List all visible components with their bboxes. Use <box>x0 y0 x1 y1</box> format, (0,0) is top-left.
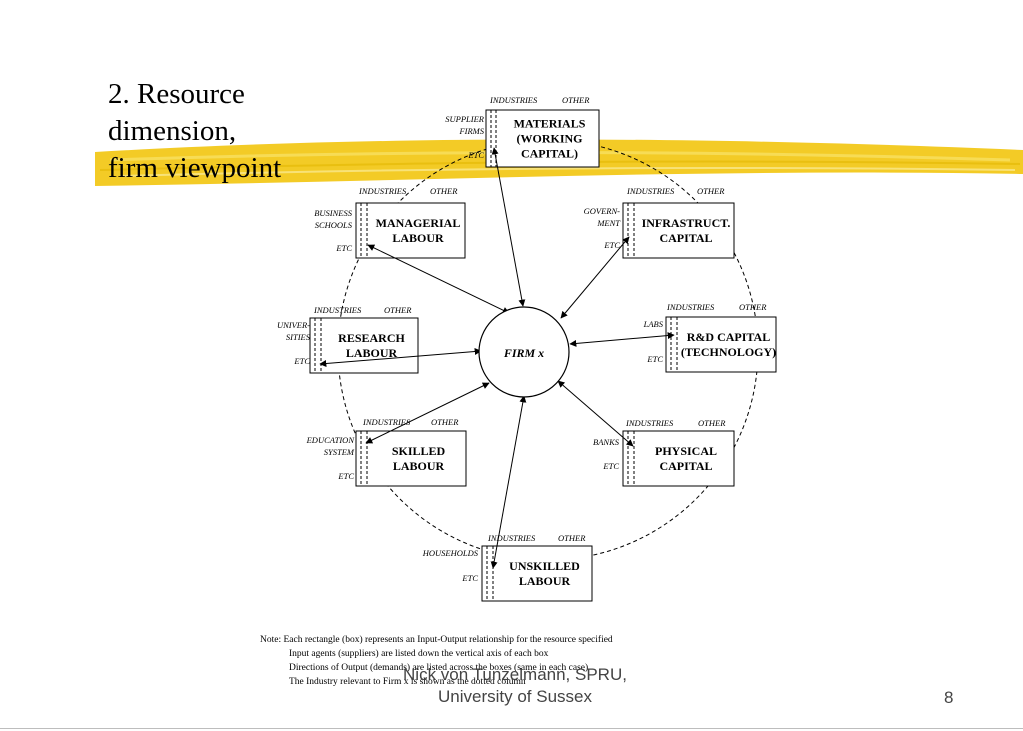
box-skilled-side-label-1: EDUCATION <box>306 435 356 445</box>
box-research-top-right-label: OTHER <box>384 305 412 315</box>
box-managerial-top-right-label: OTHER <box>430 186 458 196</box>
box-infrastruct-frame <box>622 202 735 259</box>
slide-title: 2. Resource dimension, firm viewpoint <box>108 76 281 187</box>
box-materials-label-line-3: CAPITAL) <box>521 147 578 161</box>
box-managerial-side-label-1: BUSINESS <box>314 208 353 218</box>
box-physical-side-label-1: BANKS <box>593 437 620 447</box>
box-skilled-side-label-2: SYSTEM <box>324 447 355 457</box>
box-skilled-top-right-label: OTHER <box>431 417 459 427</box>
box-materials-top-left-label: INDUSTRIES <box>489 95 538 105</box>
box-unskilled-top-right-label: OTHER <box>558 533 586 543</box>
note-line-1: Note: Each rectangle (box) represents an… <box>260 634 613 645</box>
box-research-top-left-label: INDUSTRIES <box>313 305 362 315</box>
box-rnd-etc-label: ETC <box>646 354 663 364</box>
box-physical-top-right-label: OTHER <box>698 418 726 428</box>
box-infrastruct-top-left-label: INDUSTRIES <box>626 186 675 196</box>
box-physical-label-line-2: CAPITAL <box>659 459 712 473</box>
note-line-2: Input agents (suppliers) are listed down… <box>289 648 549 659</box>
arrow-rnd-firm <box>569 332 675 347</box>
title-line-1: 2. Resource <box>108 78 245 110</box>
box-research-label-line-1: RESEARCH <box>338 331 405 345</box>
arrow-materials-firm <box>491 147 526 307</box>
title-line-3: firm viewpoint <box>108 152 282 184</box>
box-materials-top-right-label: OTHER <box>562 95 590 105</box>
firm-circle <box>478 306 570 398</box>
box-physical-frame <box>622 430 735 487</box>
box-managerial-label-line-1: MANAGERIAL <box>376 216 461 230</box>
arrow-managerial-firm <box>367 244 510 314</box>
box-managerial-etc-label: ETC <box>335 243 352 253</box>
box-unskilled-side-label-1: HOUSEHOLDS <box>422 548 479 558</box>
box-physical-top-left-label: INDUSTRIES <box>625 418 674 428</box>
box-infrastruct-side-label-2: MENT <box>596 218 621 228</box>
note-line-4: The Industry relevant to Firm x is shown… <box>289 677 526 687</box>
box-physical-label-line-1: PHYSICAL <box>655 444 717 458</box>
box-managerial-side-label-2: SCHOOLS <box>315 220 353 230</box>
box-research-side-label-1: UNIVER- <box>277 320 310 330</box>
box-materials-side-label-1: SUPPLIER <box>445 114 485 124</box>
box-materials-side-label-2: FIRMS <box>458 126 484 136</box>
box-rnd-label-line-2: (TECHNOLOGY) <box>681 345 776 359</box>
page-number: 8 <box>944 688 954 707</box>
arrow-infrastruct-firm <box>560 236 630 319</box>
box-managerial-label-line-2: LABOUR <box>392 231 444 245</box>
box-skilled-label-line-2: LABOUR <box>393 459 445 473</box>
box-unskilled-etc-label: ETC <box>461 573 478 583</box>
firm-label: FIRM x <box>503 346 544 360</box>
box-materials-label-line-1: MATERIALS <box>514 117 586 131</box>
arrow-unskilled-firm <box>490 395 527 569</box>
box-rnd: R&D CAPITAL(TECHNOLOGY) INDUSTRIES OTHER LA… <box>643 302 777 373</box>
box-infrastruct-side-label-1: GOVERN- <box>584 206 621 216</box>
footer-credit: Nick von Tunzelmann, SPRU, University of… <box>380 664 650 708</box>
box-skilled-etc-label: ETC <box>337 471 354 481</box>
box-unskilled-label-line-1: UNSKILLED <box>509 559 580 573</box>
box-materials-label-line-2: (WORKING <box>517 132 583 146</box>
arrow-research-firm <box>319 348 482 367</box>
box-physical-etc-label: ETC <box>602 461 619 471</box>
footer-line-1: Nick von Tunzelmann, SPRU, <box>403 665 627 684</box>
box-managerial-top-left-label: INDUSTRIES <box>358 186 407 196</box>
box-rnd-label-line-1: R&D CAPITAL <box>687 330 770 344</box>
box-skilled-top-left-label: INDUSTRIES <box>362 417 411 427</box>
arrow-physical-firm <box>557 380 634 447</box>
box-materials-etc-label: ETC <box>467 150 484 160</box>
footer-line-2: University of Sussex <box>438 687 592 706</box>
box-research-etc-label: ETC <box>293 356 310 366</box>
box-unskilled-top-left-label: INDUSTRIES <box>487 533 536 543</box>
box-infrastruct-etc-label: ETC <box>603 240 620 250</box>
box-rnd-side-label-1: LABS <box>643 319 664 329</box>
box-rnd-frame <box>665 316 777 373</box>
box-infrastruct-label-line-1: INFRASTRUCT. <box>642 216 731 230</box>
bottom-divider <box>0 728 1023 729</box>
arrow-skilled-firm <box>365 382 490 444</box>
box-rnd-top-left-label: INDUSTRIES <box>666 302 715 312</box>
box-unskilled-label-line-2: LABOUR <box>519 574 571 588</box>
box-infrastruct-label-line-2: CAPITAL <box>659 231 712 245</box>
box-research-side-label-2: SITIES <box>286 332 311 342</box>
box-infrastruct-top-right-label: OTHER <box>697 186 725 196</box>
box-skilled-label-line-1: SKILLED <box>392 444 446 458</box>
box-rnd-top-right-label: OTHER <box>739 302 767 312</box>
note-line-3: Directions of Output (demands) are liste… <box>289 662 588 673</box>
title-line-2: dimension, <box>108 115 237 147</box>
box-infrastruct: INFRASTRUCT.CAPITAL INDUSTRIES OTHER GOVERN… <box>584 186 735 259</box>
note: Note: Each rectangle (box) represents an… <box>260 634 613 687</box>
